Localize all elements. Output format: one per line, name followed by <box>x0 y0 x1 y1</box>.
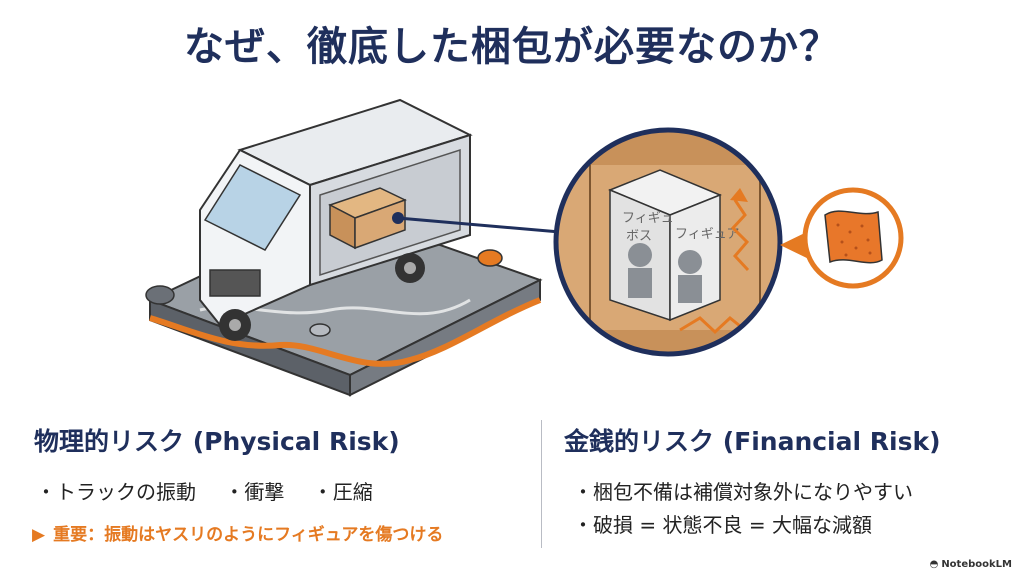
financial-risk-heading: 金銭的リスク (Financial Risk) <box>564 427 941 456</box>
divider <box>541 420 542 548</box>
list-item: ・圧縮 <box>312 480 373 504</box>
notebooklm-icon: ◓ <box>929 559 939 570</box>
list-item: ・トラックの振動 <box>36 480 196 504</box>
brand-label: NotebookLM <box>941 559 1012 570</box>
zoom-circle: フィギュ ボス フィギュア <box>553 127 783 357</box>
file-callout <box>780 187 904 289</box>
brand-watermark: ◓NotebookLM <box>930 559 1012 570</box>
page-title: なぜ、徹底した梱包が必要なのか？ <box>184 24 840 70</box>
physical-risk-heading: 物理的リスク (Physical Risk) <box>34 427 400 456</box>
list-item: ・破損 = 状態不良 = 大幅な減額 <box>573 513 872 537</box>
figure-box-label-2: フィギュア <box>675 227 739 242</box>
list-item: ・梱包不備は補償対象外になりやすい <box>573 480 913 504</box>
physical-risk-bullets: ・トラックの振動 ・衝撃 ・圧縮 <box>36 476 395 505</box>
figure-box-label-1: フィギュ <box>622 211 674 226</box>
svg-text:ボス: ボス <box>626 229 652 244</box>
important-note: ▶ 重要：振動はヤスリのようにフィギュアを傷つける <box>32 520 443 545</box>
play-arrow-icon: ▶ <box>32 525 46 545</box>
important-note-text: 重要：振動はヤスリのようにフィギュアを傷つける <box>53 525 444 545</box>
truck-cab <box>199 148 425 341</box>
list-item: ・衝撃 <box>224 480 285 504</box>
